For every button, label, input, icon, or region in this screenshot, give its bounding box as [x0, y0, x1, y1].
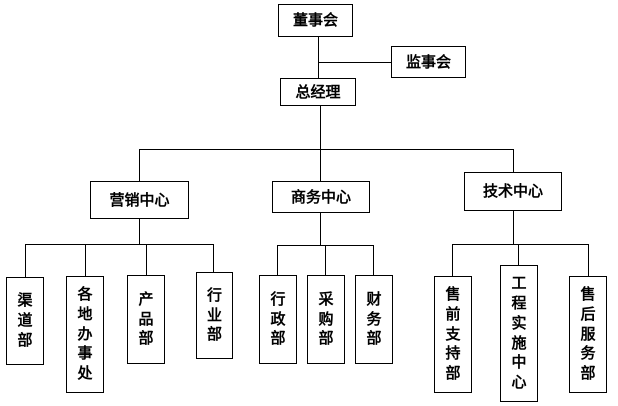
node-regional-offices[interactable]: 各地办事处 — [66, 276, 104, 393]
connector-marketing-to-industry-dept — [213, 244, 214, 272]
connector-technology-bus — [452, 244, 588, 245]
node-aftersales-service-dept-label: 售后服务部 — [580, 285, 596, 383]
connector-board-to-supervisors — [318, 62, 392, 63]
node-product-dept-label: 产品部 — [138, 289, 154, 348]
node-industry-dept-label: 行业部 — [207, 285, 223, 344]
node-business-center-label: 商务中心 — [290, 187, 351, 206]
node-channel-dept[interactable]: 渠道部 — [6, 277, 44, 365]
connector-marketing-to-regional-offices — [85, 244, 86, 276]
node-product-dept[interactable]: 产品部 — [127, 275, 165, 364]
node-industry-dept[interactable]: 行业部 — [196, 272, 233, 359]
connector-technology-to-presales-support-dept — [452, 244, 453, 276]
connector-marketing-to-product-dept — [146, 244, 147, 275]
connector-technology-center-drop — [513, 211, 514, 245]
node-finance-dept-label: 财务部 — [366, 289, 382, 348]
node-purchasing-dept[interactable]: 采购部 — [307, 275, 345, 364]
connector-bus-to-technology-center — [513, 149, 514, 172]
node-presales-support-dept[interactable]: 售前支持部 — [434, 276, 472, 393]
node-engineering-implementation-center-label: 工程实施中心 — [511, 274, 527, 392]
connector-bus-to-business-center — [320, 149, 321, 181]
node-business-center[interactable]: 商务中心 — [272, 181, 370, 213]
connector-level2-bus — [139, 149, 513, 150]
connector-business-to-finance-dept — [373, 245, 374, 275]
node-engineering-implementation-center[interactable]: 工程实施中心 — [500, 265, 538, 402]
node-supervisors[interactable]: 监事会 — [391, 46, 466, 78]
node-general-manager[interactable]: 总经理 — [280, 78, 356, 106]
connector-marketing-center-drop — [139, 219, 140, 244]
node-regional-offices-label: 各地办事处 — [77, 285, 93, 383]
connector-board-to-general-manager — [318, 37, 319, 78]
node-technology-center[interactable]: 技术中心 — [464, 172, 562, 211]
node-marketing-center[interactable]: 营销中心 — [90, 181, 189, 219]
node-aftersales-service-dept[interactable]: 售后服务部 — [569, 276, 607, 393]
node-technology-center-label: 技术中心 — [482, 182, 543, 201]
node-finance-dept[interactable]: 财务部 — [355, 275, 393, 364]
node-purchasing-dept-label: 采购部 — [318, 289, 334, 348]
connector-marketing-bus — [25, 244, 213, 245]
connector-general-manager-drop — [320, 106, 321, 150]
node-board[interactable]: 董事会 — [278, 4, 353, 37]
node-admin-dept-label: 行政部 — [270, 289, 286, 348]
node-channel-dept-label: 渠道部 — [17, 291, 33, 349]
connector-technology-to-aftersales-service-dept — [588, 244, 589, 276]
connector-business-to-admin-dept — [277, 245, 278, 275]
connector-business-to-purchasing-dept — [325, 245, 326, 275]
node-presales-support-dept-label: 售前支持部 — [445, 285, 461, 383]
connector-business-center-drop — [320, 213, 321, 245]
node-admin-dept[interactable]: 行政部 — [259, 275, 297, 364]
connector-marketing-to-channel-dept — [25, 244, 26, 277]
connector-technology-to-engineering-implementation-center — [518, 244, 519, 266]
node-marketing-center-label: 营销中心 — [109, 190, 170, 209]
connector-bus-to-marketing-center — [139, 149, 140, 181]
node-general-manager-label: 总经理 — [295, 82, 341, 101]
node-supervisors-label: 监事会 — [405, 52, 451, 71]
node-board-label: 董事会 — [292, 11, 338, 30]
